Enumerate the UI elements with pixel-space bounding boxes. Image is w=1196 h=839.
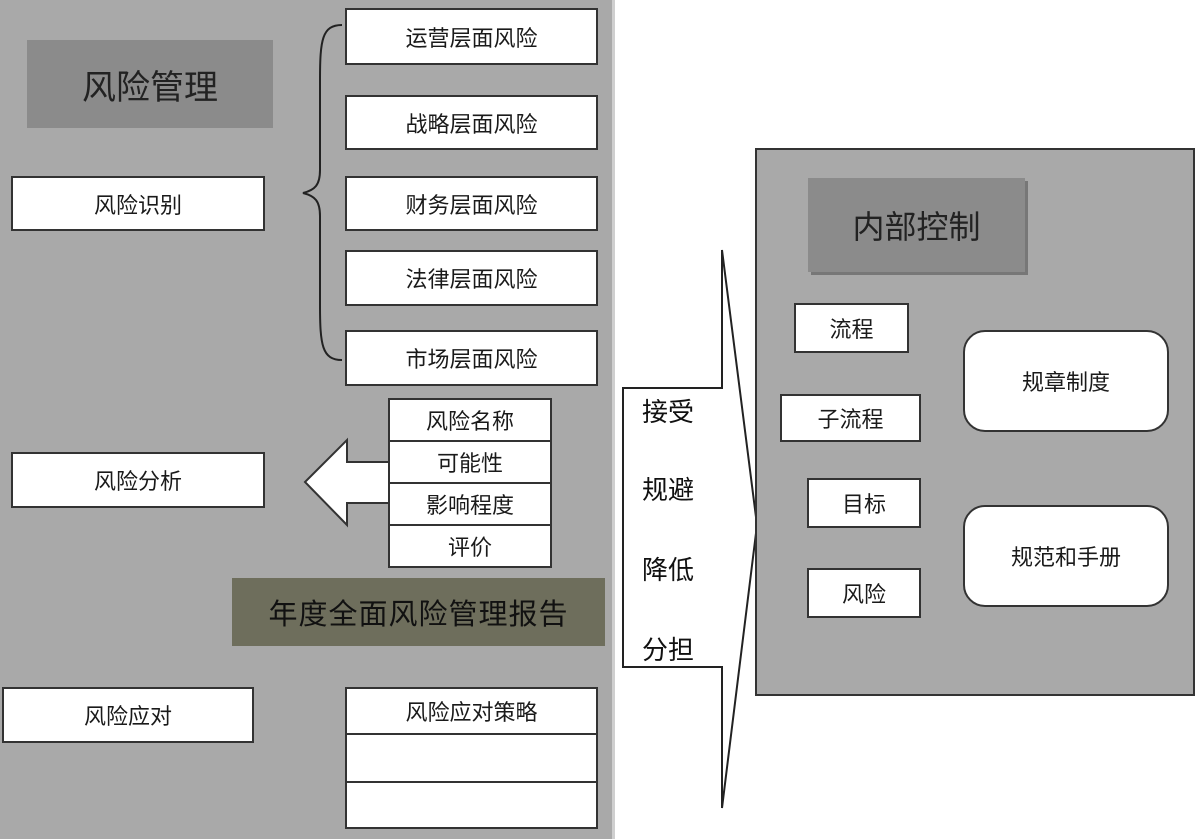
level-box-strategy: 战略层面风险 bbox=[345, 95, 598, 150]
analysis-item-evaluation: 评价 bbox=[388, 524, 552, 568]
response-strategy-header: 风险应对策略 bbox=[345, 687, 598, 735]
element-box-objective: 目标 bbox=[807, 478, 921, 528]
strategy-label-reduce: 降低 bbox=[642, 556, 695, 586]
strategy-label-accept: 接受 bbox=[642, 398, 695, 428]
left-arrow-shape bbox=[303, 437, 393, 528]
risk-management-title: 风险管理 bbox=[27, 40, 273, 128]
strategy-label-avoid: 规避 bbox=[642, 476, 695, 506]
annual-report-box: 年度全面风险管理报告 bbox=[232, 578, 605, 646]
brace-shape bbox=[302, 24, 343, 361]
response-strategy-row bbox=[345, 781, 598, 829]
level-box-market: 市场层面风险 bbox=[345, 330, 598, 386]
internal-control-title: 内部控制 bbox=[808, 178, 1025, 272]
level-box-legal: 法律层面风险 bbox=[345, 250, 598, 306]
element-box-subprocess: 子流程 bbox=[780, 394, 921, 442]
analysis-item-impact: 影响程度 bbox=[388, 482, 552, 526]
risk-identification-box: 风险识别 bbox=[11, 176, 265, 231]
risk-analysis-box: 风险分析 bbox=[11, 452, 265, 508]
strategy-label-share: 分担 bbox=[642, 636, 695, 666]
level-box-finance: 财务层面风险 bbox=[345, 176, 598, 231]
analysis-item-name: 风险名称 bbox=[388, 398, 552, 442]
element-box-risk: 风险 bbox=[807, 568, 921, 618]
rules-box-regulations: 规章制度 bbox=[963, 330, 1169, 432]
strategy-arrow-shape bbox=[622, 249, 759, 809]
analysis-item-likelihood: 可能性 bbox=[388, 440, 552, 484]
rules-box-manuals: 规范和手册 bbox=[963, 505, 1169, 607]
element-box-process: 流程 bbox=[794, 303, 909, 353]
level-box-operations: 运营层面风险 bbox=[345, 8, 598, 65]
response-strategy-row bbox=[345, 733, 598, 783]
risk-response-box: 风险应对 bbox=[2, 687, 254, 743]
